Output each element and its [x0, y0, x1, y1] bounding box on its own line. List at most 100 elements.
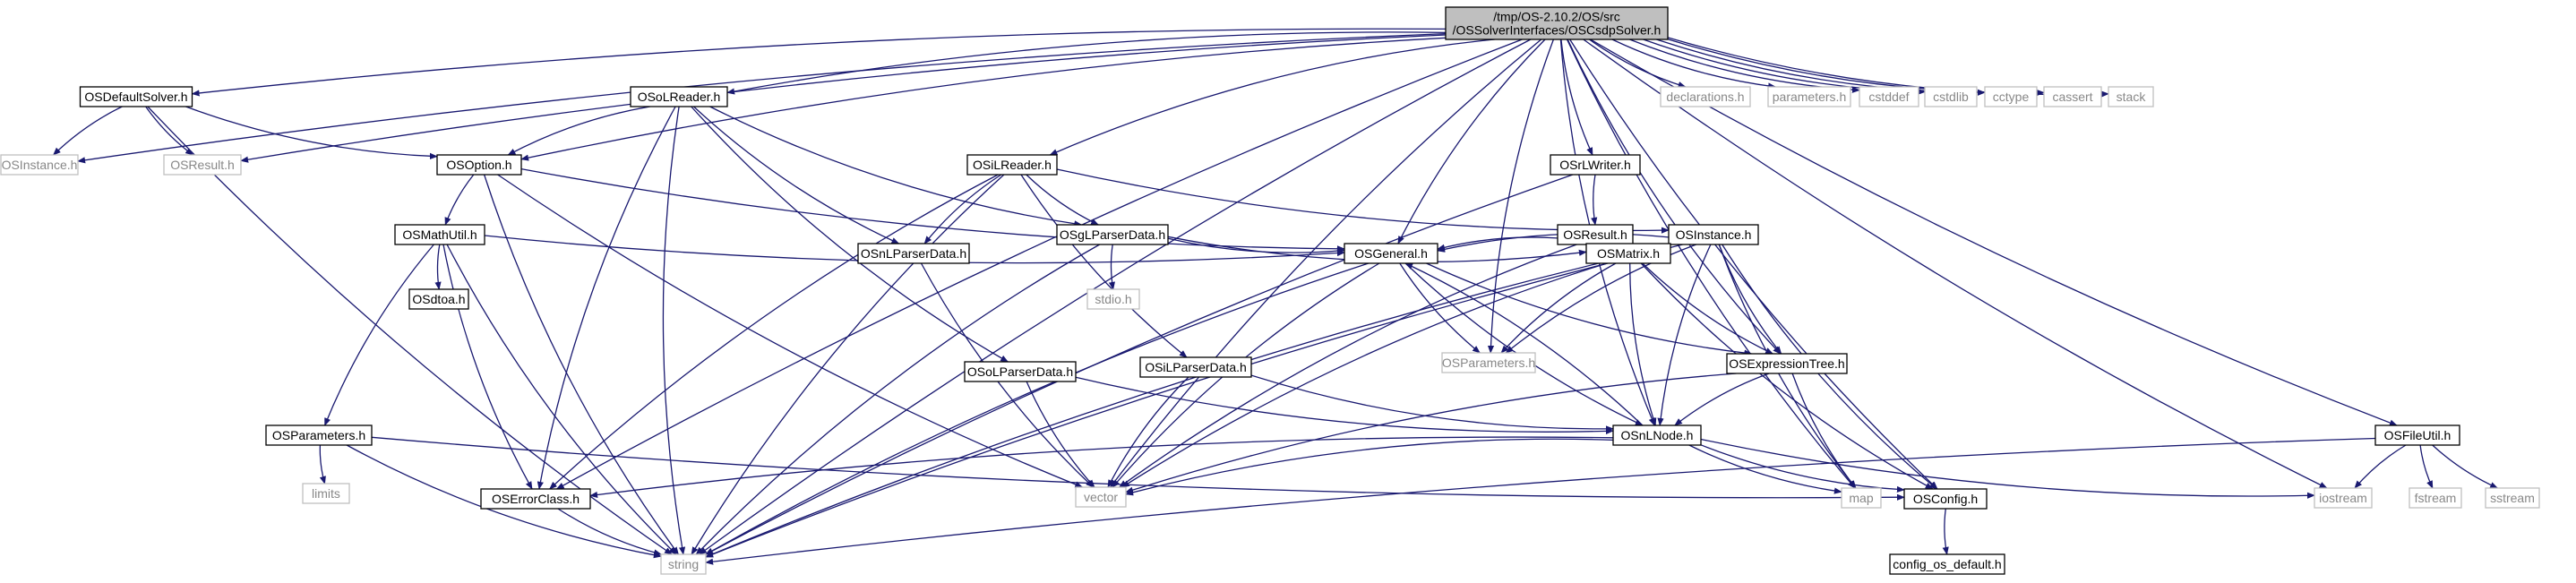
edge-OSrLWriter-to-string — [705, 174, 1574, 555]
node-box-OSnLNode — [1612, 424, 1702, 446]
node-label-OSGeneral: OSGeneral.h — [1354, 246, 1428, 261]
edge-OSOption-to-vector — [497, 174, 1084, 488]
node-OSnLParserData[interactable]: OSnLParserData.h — [857, 243, 970, 264]
node-sstream[interactable]: sstream — [2485, 487, 2540, 509]
node-box-OSiLParserData — [1139, 356, 1252, 378]
node-box-OSResult_ext — [163, 154, 242, 176]
edge-OSInstance-to-OSConfig — [1722, 244, 1937, 490]
edge-OSParameters-to-string — [346, 444, 662, 559]
node-OSDefaultSolver[interactable]: OSDefaultSolver.h — [79, 86, 193, 107]
edge-root-to-OSDefaultSolver — [191, 28, 1447, 97]
edge-OSOption-to-OSMathUtil — [444, 174, 475, 226]
edge-OSDefaultSolver-to-OSOption — [185, 106, 438, 159]
header-nodes: /tmp/OS-2.10.2/OS/src/OSSolverInterfaces… — [0, 6, 2540, 575]
node-cassert[interactable]: cassert — [2043, 86, 2102, 107]
node-OSMathUtil[interactable]: OSMathUtil.h — [394, 224, 485, 245]
node-OSErrorClass[interactable]: OSErrorClass.h — [480, 488, 591, 510]
node-map[interactable]: map — [1841, 487, 1882, 509]
edge-OSMathUtil-to-string — [446, 244, 677, 555]
node-OSFileUtil[interactable]: OSFileUtil.h — [2374, 424, 2460, 446]
node-box-cstdlib — [1924, 86, 1978, 107]
node-box-OSdtoa — [408, 288, 469, 310]
edge-OSiLReader-to-OSErrorClass — [549, 174, 999, 490]
edge-root-to-cstdlib — [1643, 39, 1926, 95]
edge-OSErrorClass-to-string — [557, 508, 662, 556]
node-OSiLParserData[interactable]: OSiLParserData.h — [1139, 356, 1252, 378]
node-OSdtoa[interactable]: OSdtoa.h — [408, 288, 469, 310]
node-OSoLParserData[interactable]: OSoLParserData.h — [964, 361, 1077, 382]
node-OSExpressionTree[interactable]: OSExpressionTree.h — [1726, 353, 1848, 374]
root-node[interactable]: /tmp/OS-2.10.2/OS/src/OSSolverInterfaces… — [1445, 6, 1669, 40]
edge-OSiLParserData-to-OSnLNode — [1250, 374, 1614, 433]
node-parameters[interactable]: parameters.h — [1767, 86, 1851, 107]
node-OSInstance_ext[interactable]: OSInstance.h — [0, 154, 79, 176]
node-OSResult[interactable]: OSResult.h — [1557, 224, 1634, 245]
node-fstream[interactable]: fstream — [2409, 487, 2462, 509]
node-OSInstance[interactable]: OSInstance.h — [1668, 224, 1759, 245]
node-OSiLReader[interactable]: OSiLReader.h — [966, 154, 1058, 176]
node-box-fstream — [2409, 487, 2462, 509]
node-string[interactable]: string — [660, 553, 707, 575]
node-OSConfig[interactable]: OSConfig.h — [1903, 488, 1988, 510]
edge-root-to-map — [1566, 39, 1856, 489]
node-label-limits: limits — [312, 486, 340, 501]
edge-OSoLReader-to-string — [662, 106, 686, 555]
edge-OSiLReader-to-OSgLParserData — [1026, 174, 1100, 226]
node-box-OSOption — [436, 154, 522, 176]
edge-OSExpressionTree-to-OSnLNode — [1674, 373, 1770, 426]
node-label-OSdtoa: OSdtoa.h — [412, 292, 465, 306]
node-OSrLWriter[interactable]: OSrLWriter.h — [1550, 154, 1641, 176]
node-box-OSFileUtil — [2374, 424, 2460, 446]
edge-OSMatrix-to-vector — [1121, 262, 1608, 488]
node-label-OSOption: OSOption.h — [446, 158, 511, 172]
node-label-cstddef: cstddef — [1868, 90, 1909, 104]
node-label-OSExpressionTree: OSExpressionTree.h — [1729, 356, 1844, 371]
node-label-sstream: sstream — [2490, 491, 2535, 505]
node-cstdlib[interactable]: cstdlib — [1924, 86, 1978, 107]
edge-OSoLParserData-to-OSnLNode — [1075, 376, 1614, 434]
node-OSnLNode[interactable]: OSnLNode.h — [1612, 424, 1702, 446]
node-OSoLReader[interactable]: OSoLReader.h — [630, 86, 728, 107]
node-box-OSDefaultSolver — [79, 86, 193, 107]
edge-root-to-OSoLReader — [726, 31, 1447, 95]
node-stdio[interactable]: stdio.h — [1086, 288, 1140, 310]
node-OSgLParserData[interactable]: OSgLParserData.h — [1056, 224, 1169, 245]
node-label-vector: vector — [1084, 490, 1118, 504]
edge-OSnLNode-to-vector — [1125, 438, 1614, 496]
node-label-OSParameters_ext: OSParameters.h — [1442, 356, 1535, 370]
root-node-label-line-1: /OSSolverInterfaces/OSCsdpSolver.h — [1453, 23, 1662, 38]
node-iostream[interactable]: iostream — [2314, 487, 2373, 509]
edge-root-to-OSResult_ext — [240, 34, 1447, 163]
node-label-OSFileUtil: OSFileUtil.h — [2384, 428, 2451, 442]
node-box-vector — [1075, 486, 1127, 508]
node-OSParameters[interactable]: OSParameters.h — [265, 424, 373, 446]
node-limits[interactable]: limits — [302, 483, 350, 504]
edge-OSGeneral-to-string — [705, 262, 1370, 555]
edge-root-to-OSiLReader — [1049, 39, 1495, 156]
node-cstddef[interactable]: cstddef — [1859, 86, 1919, 107]
node-OSResult_ext[interactable]: OSResult.h — [163, 154, 242, 176]
edge-root-to-OSExpressionTree — [1567, 39, 1782, 355]
node-declarations[interactable]: declarations.h — [1660, 86, 1751, 107]
edge-root-to-vector — [1110, 39, 1542, 488]
edge-OSGeneral-to-OSnLNode — [1404, 262, 1644, 426]
node-label-OSoLParserData: OSoLParserData.h — [967, 364, 1073, 379]
node-cctype[interactable]: cctype — [1984, 86, 2038, 107]
edge-OSiLReader-to-OSnLParserData — [923, 174, 1002, 244]
node-OSParameters_ext[interactable]: OSParameters.h — [1441, 352, 1536, 373]
edge-root-to-cctype — [1656, 39, 1986, 96]
node-box-sstream — [2485, 487, 2540, 509]
node-config_os_default[interactable]: config_os_default.h — [1889, 553, 2005, 575]
edge-OSMathUtil-to-OSdtoa — [434, 244, 442, 290]
node-vector[interactable]: vector — [1075, 486, 1127, 508]
edge-root-to-OSErrorClass — [555, 39, 1523, 490]
node-box-stdio — [1086, 288, 1140, 310]
node-label-OSParameters: OSParameters.h — [272, 428, 365, 442]
node-stack[interactable]: stack — [2108, 86, 2154, 107]
node-label-OSnLNode: OSnLNode.h — [1621, 428, 1694, 442]
node-OSOption[interactable]: OSOption.h — [436, 154, 522, 176]
node-OSMatrix[interactable]: OSMatrix.h — [1585, 243, 1671, 264]
node-box-OSParameters — [265, 424, 373, 446]
node-label-OSnLParserData: OSnLParserData.h — [861, 246, 966, 261]
node-OSGeneral[interactable]: OSGeneral.h — [1344, 243, 1438, 264]
